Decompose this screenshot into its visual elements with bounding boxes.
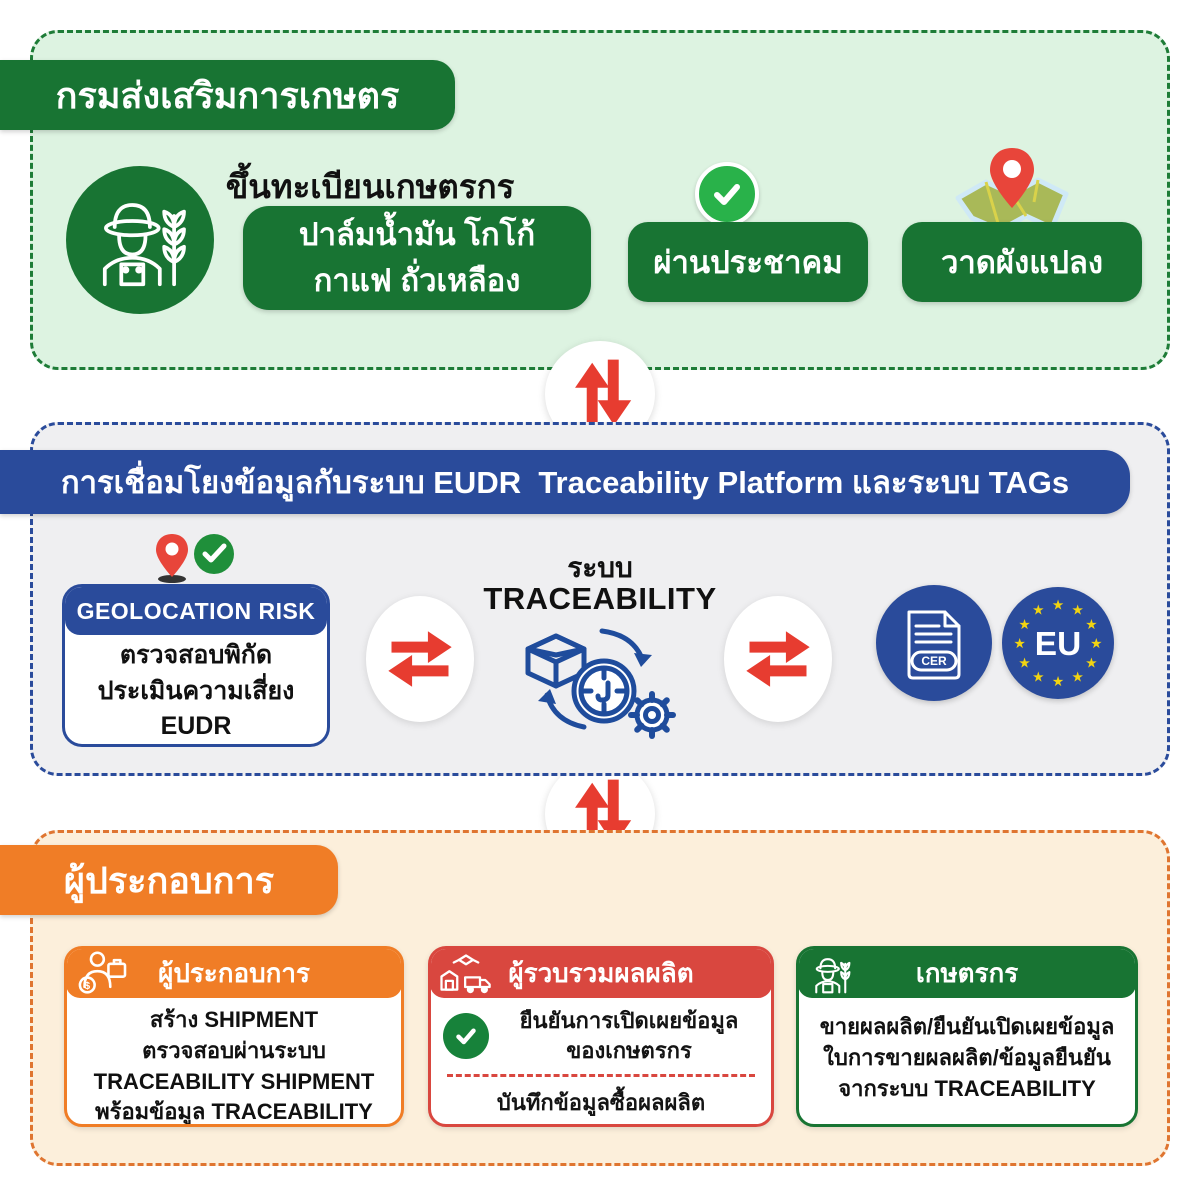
farmer-line-3: จากระบบ TRACEABILITY (838, 1075, 1096, 1101)
svg-text:★: ★ (1018, 617, 1030, 633)
collector-card: ผู้รวบรวมผลผลิต ยืนยันการเปิดเผยข้อมูล ข… (428, 946, 774, 1127)
transfer-arrows-icon-right (724, 596, 832, 722)
cer-document-icon: CER (907, 610, 961, 680)
operator-line-1: สร้าง SHIPMENT (149, 1007, 319, 1032)
svg-text:$: $ (84, 981, 90, 992)
community-approval-button: ผ่านประชาคม (628, 222, 868, 302)
operator-card-title: ผู้ประกอบการ (158, 957, 310, 988)
svg-text:★: ★ (1014, 636, 1026, 652)
geolocation-risk-box: GEOLOCATION RISK ตรวจสอบพิกัด ประเมินควา… (62, 584, 330, 747)
svg-text:★: ★ (1085, 656, 1097, 672)
operators-header: ผู้ประกอบการ (0, 845, 338, 915)
community-check-icon (695, 162, 759, 226)
operator-line-3: TRACEABILITY SHIPMENT (93, 1068, 375, 1094)
collector-record-line: บันทึกข้อมูลซื้อผลผลิต (496, 1090, 706, 1116)
farmer-small-icon (806, 950, 862, 996)
collection-logistics-icon (438, 950, 494, 996)
farmer-card: เกษตรกร ขายผลผลิต/ยืนยันเปิดเผยข้อมูล ใบ… (796, 946, 1138, 1127)
operator-line-2: ตรวจสอบผ่านระบบ (142, 1037, 326, 1063)
svg-text:★: ★ (1090, 636, 1102, 652)
businessman-icon: $ (74, 950, 130, 996)
eudr-link-header: การเชื่อมโยงข้อมูลกับระบบ EUDR Traceabil… (0, 450, 1130, 514)
svg-text:★: ★ (1052, 674, 1064, 690)
farmer-card-title: เกษตรกร (915, 957, 1019, 988)
operator-card: $ ผู้ประกอบการ สร้าง SHIPMENT ตรวจสอบผ่า… (64, 946, 404, 1127)
farmer-line-2: ใบการขายผลผลิต/ข้อมูลยืนยัน (823, 1044, 1111, 1070)
farmer-avatar (66, 166, 214, 314)
disclosure-check-icon (443, 1012, 489, 1059)
eu-label: EU (1035, 626, 1081, 663)
svg-text:★: ★ (1052, 598, 1064, 614)
system-name: TRACEABILITY (483, 581, 717, 616)
geolocation-line-3: EUDR (160, 712, 232, 740)
cer-document-badge: CER (876, 585, 992, 701)
farmer-icon (85, 183, 195, 298)
svg-text:★: ★ (1071, 603, 1083, 619)
collector-confirm-line-1: ยืนยันการเปิดเผยข้อมูล (519, 1008, 739, 1033)
collector-confirm-line-2: ของเกษตรกร (566, 1037, 692, 1063)
crops-line-1: ปาล์มน้ำมัน โกโก้ (298, 216, 536, 252)
eu-stars: ★★★ ★★★ ★★★ ★★★ (1014, 598, 1103, 691)
operator-line-4: พร้อมข้อมูล TRACEABILITY (95, 1099, 373, 1125)
farmer-line-1: ขายผลผลิต/ยืนยันเปิดเผยข้อมูล (819, 1014, 1115, 1039)
geolocation-risk-title: GEOLOCATION RISK (65, 587, 327, 635)
registration-title: ขึ้นทะเบียนเกษตรกร (225, 168, 515, 205)
svg-text:★: ★ (1032, 669, 1044, 685)
svg-text:★: ★ (1018, 656, 1030, 672)
card-divider (447, 1074, 755, 1078)
transfer-arrows-icon-left (366, 596, 474, 722)
collector-card-title: ผู้รวบรวมผลผลิต (508, 957, 694, 988)
svg-text:★: ★ (1085, 617, 1097, 633)
eu-badge: ★★★ ★★★ ★★★ ★★★ EU (1002, 587, 1114, 699)
geolocation-line-2: ประเมินความเสี่ยง (97, 676, 295, 705)
geolocation-line-1: ตรวจสอบพิกัด (119, 641, 273, 669)
crops-line-2: กาแฟ ถั่วเหลือง (313, 263, 521, 298)
geolocation-pin-check-icon (148, 532, 244, 584)
agriculture-department-header: กรมส่งเสริมการเกษตร (0, 60, 455, 130)
traceability-process-icon (512, 615, 688, 740)
crops-box: ปาล์มน้ำมัน โกโก้ กาแฟ ถั่วเหลือง (243, 206, 591, 310)
svg-text:CER: CER (921, 654, 947, 668)
svg-text:★: ★ (1032, 603, 1044, 619)
system-label: ระบบ (567, 552, 633, 583)
plot-drawing-button: วาดผังแปลง (902, 222, 1142, 302)
svg-text:★: ★ (1071, 669, 1083, 685)
